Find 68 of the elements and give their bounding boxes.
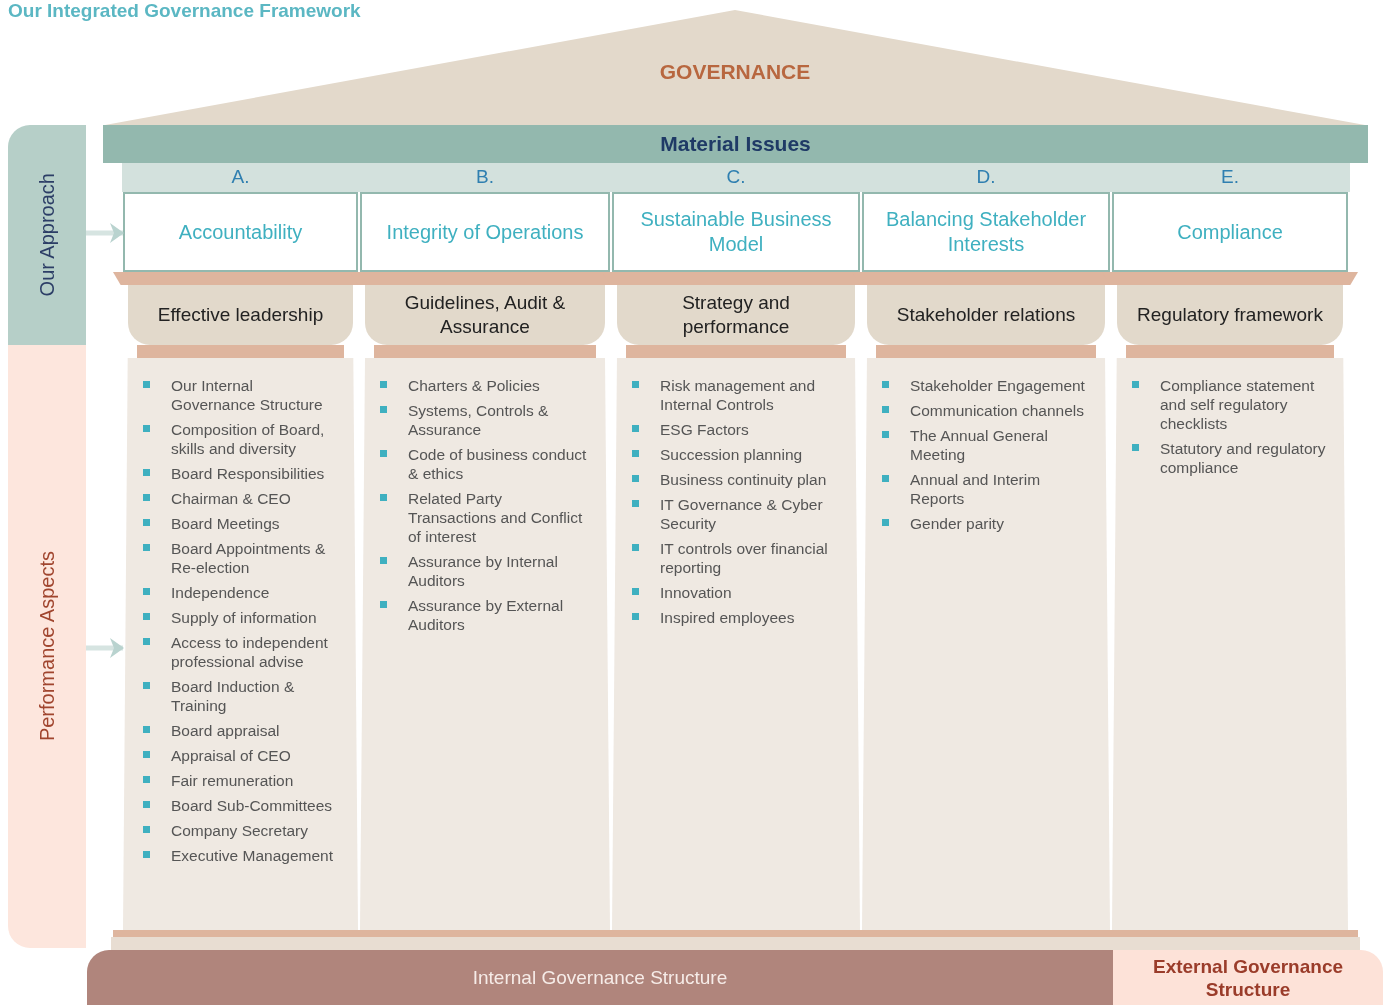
list-item: Statutory and regulatory compliance — [1128, 439, 1326, 477]
list-item: Communication channels — [878, 401, 1088, 420]
pillar-shaft — [360, 358, 610, 930]
list-item: Assurance by External Auditors — [376, 596, 588, 634]
base-block: External Governance Structure — [1113, 950, 1383, 1005]
pillar-capital: Guidelines, Audit & Assurance — [365, 285, 605, 345]
side-band — [8, 125, 86, 345]
list-item: Company Secretary — [139, 821, 336, 840]
pillar-capital: Regulatory framework — [1117, 285, 1343, 345]
list-item: Board Meetings — [139, 514, 336, 533]
column-letter: D. — [975, 166, 997, 188]
column-title: Sustainable Business Model — [639, 207, 833, 257]
pillar-capital: Effective leadership — [128, 285, 353, 345]
band-label: Our Approach — [35, 173, 59, 297]
column-letter: C. — [725, 166, 747, 188]
side-band — [8, 345, 86, 948]
list-item: Chairman & CEO — [139, 489, 336, 508]
list-item: ESG Factors — [628, 420, 838, 439]
list-item: Board Responsibilities — [139, 464, 336, 483]
list-item: Inspired employees — [628, 608, 838, 627]
list-item: Appraisal of CEO — [139, 746, 336, 765]
list-item: Systems, Controls & Assurance — [376, 401, 588, 439]
list-item: Compliance statement and self regulatory checklists — [1128, 376, 1326, 433]
list-item: Assurance by Internal Auditors — [376, 552, 588, 590]
column-title: Compliance — [1177, 219, 1283, 245]
roof-title: GOVERNANCE — [658, 60, 812, 84]
column-title: Integrity of Operations — [386, 219, 584, 245]
list-item: Supply of information — [139, 608, 336, 627]
column-letter: B. — [475, 166, 495, 188]
list-item: Related Party Transactions and Conflict of interest — [376, 489, 588, 546]
column-title: Accountability — [178, 219, 303, 245]
list-item: Access to independent professional advise — [139, 633, 336, 671]
list-item: Board Appointments & Re-election — [139, 539, 336, 577]
list-item: Board appraisal — [139, 721, 336, 740]
list-item: Board Induction & Training — [139, 677, 336, 715]
list-item: Our Internal Governance Structure — [139, 376, 336, 414]
list-item: Board Sub-Committees — [139, 796, 336, 815]
pillar-capital: Strategy and performance — [617, 285, 855, 345]
pillar-shaft — [123, 358, 358, 930]
list-item: Code of business conduct & ethics — [376, 445, 588, 483]
list-item: Executive Management — [139, 846, 336, 865]
list-item: Innovation — [628, 583, 838, 602]
base-block: Internal Governance Structure — [87, 950, 1113, 1005]
arrow — [86, 638, 124, 658]
list-item: IT Governance & Cyber Security — [628, 495, 838, 533]
material-issues-band: Material Issues — [103, 125, 1368, 163]
list-item: Risk management and Internal Controls — [628, 376, 838, 414]
list-item: Composition of Board, skills and diversity — [139, 420, 336, 458]
list-item: IT controls over financial reporting — [628, 539, 838, 577]
column-letter: A. — [230, 166, 251, 188]
band-label: Performance Aspects — [35, 551, 59, 742]
list-item: Stakeholder Engagement — [878, 376, 1088, 395]
pillar-capital: Stakeholder relations — [867, 285, 1105, 345]
pillar-shaft — [1112, 358, 1348, 930]
list-item: The Annual General Meeting — [878, 426, 1088, 464]
list-item: Charters & Policies — [376, 376, 588, 395]
diagram-title: Our Integrated Governance Framework — [8, 0, 361, 22]
list-item: Business continuity plan — [628, 470, 838, 489]
list-item: Gender parity — [878, 514, 1088, 533]
column-title: Balancing Stakeholder Interests — [884, 207, 1088, 257]
arrow — [86, 223, 124, 243]
list-item: Fair remuneration — [139, 771, 336, 790]
pillar-shaft — [612, 358, 860, 930]
list-item: Succession planning — [628, 445, 838, 464]
list-item: Annual and Interim Reports — [878, 470, 1088, 508]
column-letter: E. — [1220, 166, 1240, 188]
list-item: Independence — [139, 583, 336, 602]
pillar-shaft — [862, 358, 1110, 930]
